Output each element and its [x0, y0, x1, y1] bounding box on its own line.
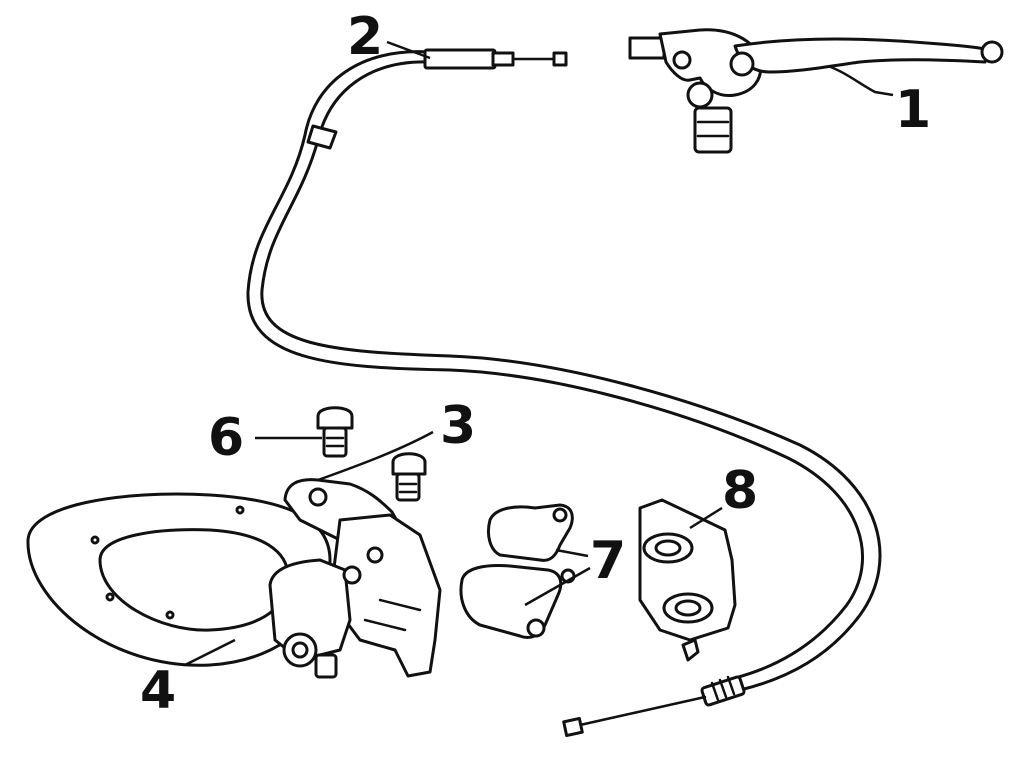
bolt-lower — [391, 452, 427, 502]
callout-1: 1 — [895, 80, 931, 140]
leader-2 — [386, 40, 431, 60]
brake-lever — [628, 28, 1004, 154]
brake-disc — [26, 492, 332, 667]
leader-7b — [524, 566, 591, 607]
callout-7: 7 — [590, 531, 626, 591]
leader-1 — [827, 64, 894, 97]
callout-3: 3 — [440, 396, 476, 456]
brake-caliper — [268, 478, 442, 679]
callout-6: 6 — [208, 408, 244, 468]
brake-pads — [459, 503, 576, 640]
callout-4: 4 — [140, 661, 176, 721]
leader-lines — [184, 40, 894, 667]
callout-2: 2 — [347, 7, 383, 67]
leader-8 — [689, 506, 723, 530]
leader-3 — [317, 430, 434, 482]
pad-retainer-spring — [638, 498, 737, 662]
leader-7a — [555, 548, 589, 558]
brake-cable — [246, 48, 882, 738]
bolt-upper — [316, 406, 354, 458]
callout-8: 8 — [722, 461, 758, 521]
leader-4 — [184, 638, 236, 667]
